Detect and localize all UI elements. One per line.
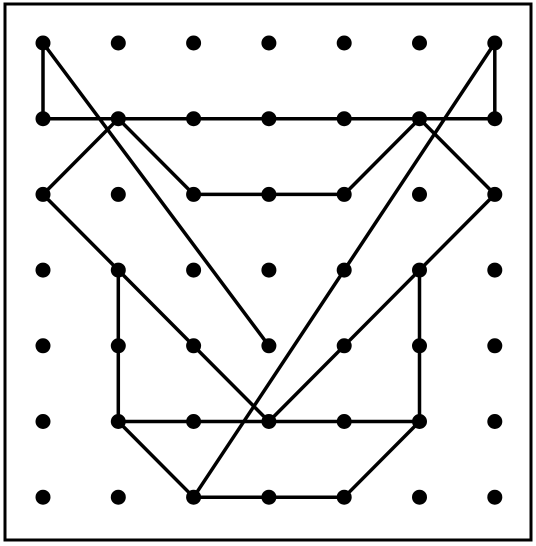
peg-r5-c1 — [111, 414, 126, 429]
band-segment-7 — [43, 194, 269, 421]
peg-r1-c0 — [36, 111, 51, 126]
peg-r2-c4 — [337, 187, 352, 202]
peg-r0-c6 — [487, 36, 502, 51]
peg-r3-c6 — [487, 263, 502, 278]
peg-r1-c2 — [186, 111, 201, 126]
band-segment-16 — [118, 422, 193, 498]
peg-r3-c5 — [412, 263, 427, 278]
peg-r4-c1 — [111, 338, 126, 353]
peg-r1-c5 — [412, 111, 427, 126]
band-segment-18 — [344, 422, 419, 498]
peg-r0-c0 — [36, 36, 51, 51]
peg-r3-c1 — [111, 263, 126, 278]
band-segment-6 — [43, 119, 118, 195]
peg-r1-c3 — [261, 111, 276, 126]
peg-r5-c3 — [261, 414, 276, 429]
peg-r2-c1 — [111, 187, 126, 202]
peg-r2-c6 — [487, 187, 502, 202]
peg-r3-c2 — [186, 263, 201, 278]
peg-r5-c5 — [412, 414, 427, 429]
peg-r2-c0 — [36, 187, 51, 202]
peg-r5-c2 — [186, 414, 201, 429]
peg-r1-c4 — [337, 111, 352, 126]
peg-r1-c1 — [111, 111, 126, 126]
band-segment-12 — [269, 194, 495, 421]
peg-r4-c0 — [36, 338, 51, 353]
peg-r2-c5 — [412, 187, 427, 202]
peg-r3-c0 — [36, 263, 51, 278]
peg-r4-c4 — [337, 338, 352, 353]
peg-r0-c1 — [111, 36, 126, 51]
peg-r0-c5 — [412, 36, 427, 51]
peg-r1-c6 — [487, 111, 502, 126]
peg-r6-c3 — [261, 490, 276, 505]
peg-r2-c2 — [186, 187, 201, 202]
peg-r6-c2 — [186, 490, 201, 505]
peg-r5-c4 — [337, 414, 352, 429]
band-segment-10 — [344, 119, 419, 195]
peg-r3-c3 — [261, 263, 276, 278]
peg-r5-c6 — [487, 414, 502, 429]
peg-r3-c4 — [337, 263, 352, 278]
peg-r5-c0 — [36, 414, 51, 429]
peg-grid — [36, 36, 503, 505]
peg-r6-c5 — [412, 490, 427, 505]
peg-r0-c4 — [337, 36, 352, 51]
peg-r6-c0 — [36, 490, 51, 505]
peg-r4-c2 — [186, 338, 201, 353]
peg-r4-c6 — [487, 338, 502, 353]
peg-r0-c3 — [261, 36, 276, 51]
peg-r6-c6 — [487, 490, 502, 505]
peg-r4-c3 — [261, 338, 276, 353]
peg-r0-c2 — [186, 36, 201, 51]
peg-r4-c5 — [412, 338, 427, 353]
peg-r6-c1 — [111, 490, 126, 505]
peg-r2-c3 — [261, 187, 276, 202]
peg-r6-c4 — [337, 490, 352, 505]
band-segment-11 — [420, 119, 495, 195]
